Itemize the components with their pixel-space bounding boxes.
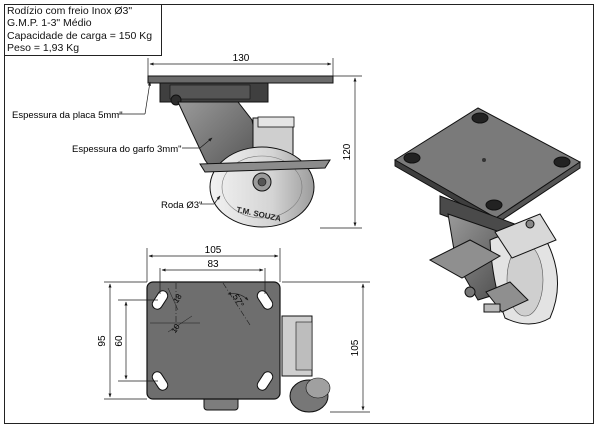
top-view: 57° 18 10 105 83 95 60: [97, 245, 370, 413]
label-plate-thickness: Espessura da placa 5mm": [12, 110, 123, 121]
spec-model: G.M.P. 1-3" Médio: [7, 17, 92, 30]
isometric-view: [394, 107, 581, 325]
top-slot-holes: [151, 290, 274, 391]
brake-pedal: [199, 159, 331, 173]
dim-hole-spacing-x-label: 83: [207, 259, 219, 270]
dim-total-height-label: 105: [350, 339, 361, 356]
drawing-border: [4, 4, 594, 424]
side-view: 130 120: [12, 53, 362, 229]
dim-130: 130: [147, 53, 334, 77]
dim-hole-spacing-y-label: 60: [114, 335, 125, 347]
dim-side-height-label: 120: [342, 143, 353, 160]
mount-plate: [147, 75, 334, 84]
dim-top-height-label: 95: [97, 335, 108, 347]
spec-weight: Peso = 1,93 Kg: [7, 41, 80, 54]
label-wheel-diameter: Roda Ø3": [161, 200, 202, 211]
iso-brake-pedal-left: [428, 239, 502, 279]
spec-box: Rodízio com freio Inox Ø3" G.M.P. 1-3" M…: [4, 4, 162, 56]
label-fork-thickness: Espessura do garfo 3mm": [72, 144, 182, 155]
spec-capacity: Capacidade de carga = 150 Kg: [7, 29, 153, 42]
top-mount-plate: [146, 281, 281, 400]
spec-title: Rodízio com freio Inox Ø3": [7, 5, 133, 17]
dim-top-width-label: 105: [205, 245, 222, 256]
dim-side-width-label: 130: [233, 53, 250, 64]
